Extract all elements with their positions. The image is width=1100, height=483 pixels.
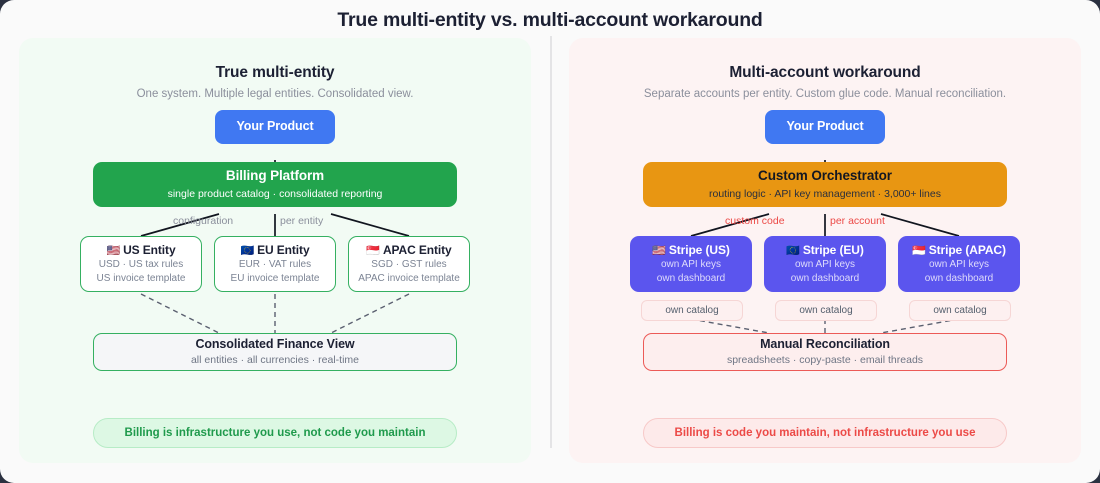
consolidated-view-subtitle: all entities · all currencies · real-tim…: [190, 354, 360, 367]
entity-us-line2: US invoice template: [96, 272, 186, 284]
billing-platform-node[interactable]: Billing Platform single product catalog …: [93, 162, 457, 207]
billing-platform-subtitle: single product catalog · consolidated re…: [167, 187, 383, 200]
stripe-apac-label: Stripe (APAC): [928, 243, 1006, 257]
custom-orchestrator-subtitle: routing logic · API key management · 3,0…: [708, 187, 941, 200]
flag-us-icon: 🇺🇸: [106, 244, 121, 257]
right-footer-pill: Billing is code you maintain, not infras…: [643, 418, 1007, 448]
configuration-label: configuration: [173, 215, 234, 227]
stripe-eu-label: Stripe (EU): [802, 243, 864, 257]
entity-eu-title: 🇪🇺EU Entity: [240, 243, 309, 258]
right-panel-title: Multi-account workaround: [729, 64, 921, 81]
entity-apac-line2: APAC invoice template: [358, 272, 460, 284]
flag-apac-icon: 🇸🇬: [912, 244, 926, 257]
right-your-product-node[interactable]: Your Product: [765, 110, 885, 144]
entity-card-us[interactable]: 🇺🇸US Entity USD · US tax rules US invoic…: [80, 236, 202, 292]
entity-card-eu[interactable]: 🇪🇺EU Entity EUR · VAT rules EU invoice t…: [214, 236, 336, 292]
entity-eu-label: EU Entity: [257, 243, 310, 257]
stripe-account-eu[interactable]: 🇪🇺Stripe (EU) own API keys own dashboard: [764, 236, 886, 292]
custom-code-label: custom code: [725, 215, 785, 227]
stripe-us-line1: own API keys: [660, 259, 722, 270]
entity-eu-line2: EU invoice template: [230, 272, 320, 284]
entity-eu-line1: EUR · VAT rules: [238, 259, 312, 270]
consolidated-finance-view-node[interactable]: Consolidated Finance View all entities ·…: [93, 333, 457, 371]
manual-reconciliation-node[interactable]: Manual Reconciliation spreadsheets · cop…: [643, 333, 1007, 371]
flag-eu-icon: 🇪🇺: [240, 244, 255, 257]
entity-us-label: US Entity: [123, 243, 176, 257]
left-footer-pill: Billing is infrastructure you use, not c…: [93, 418, 457, 448]
manual-reconciliation-subtitle: spreadsheets · copy-paste · email thread…: [726, 354, 924, 367]
custom-orchestrator-node[interactable]: Custom Orchestrator routing logic · API …: [643, 162, 1007, 207]
own-catalog-pill-us: own catalog: [641, 300, 743, 321]
own-catalog-pill-apac: own catalog: [909, 300, 1011, 321]
stripe-eu-title: 🇪🇺Stripe (EU): [786, 243, 864, 258]
left-panel-title: True multi-entity: [215, 64, 335, 81]
stripe-eu-line2: own dashboard: [790, 272, 860, 284]
right-footer-text: Billing is code you maintain, not infras…: [674, 427, 976, 439]
flag-apac-icon: 🇸🇬: [366, 244, 380, 257]
entity-us-line1: USD · US tax rules: [98, 259, 184, 270]
stripe-eu-line1: own API keys: [794, 259, 856, 270]
entity-card-apac[interactable]: 🇸🇬APAC Entity SGD · GST rules APAC invoi…: [348, 236, 470, 292]
right-your-product-label: Your Product: [786, 119, 864, 134]
entity-apac-line1: SGD · GST rules: [371, 259, 447, 270]
stripe-us-line2: own dashboard: [656, 272, 726, 284]
stripe-us-label: Stripe (US): [668, 243, 730, 257]
per-account-label: per account: [830, 215, 885, 227]
custom-orchestrator-title: Custom Orchestrator: [758, 167, 892, 183]
panel-true-multi-entity: True multi-entity One system. Multiple l…: [19, 38, 531, 463]
consolidated-view-title: Consolidated Finance View: [195, 336, 355, 351]
own-catalog-label-us: own catalog: [665, 305, 719, 316]
left-your-product-label: Your Product: [236, 119, 314, 134]
entity-us-title: 🇺🇸US Entity: [106, 243, 175, 258]
panel-divider: [550, 36, 552, 448]
billing-platform-title: Billing Platform: [225, 167, 325, 183]
left-panel-subtitle: One system. Multiple legal entities. Con…: [136, 88, 414, 100]
per-entity-label: per entity: [280, 215, 324, 227]
page-title: True multi-entity vs. multi-account work…: [337, 9, 763, 31]
left-your-product-node[interactable]: Your Product: [215, 110, 335, 144]
stripe-apac-title: 🇸🇬Stripe (APAC): [912, 243, 1006, 258]
entity-apac-title: 🇸🇬APAC Entity: [366, 243, 451, 258]
own-catalog-label-eu: own catalog: [799, 305, 853, 316]
stripe-account-apac[interactable]: 🇸🇬Stripe (APAC) own API keys own dashboa…: [898, 236, 1020, 292]
flag-us-icon: 🇺🇸: [652, 244, 666, 257]
flag-eu-icon: 🇪🇺: [786, 244, 800, 257]
stripe-us-title: 🇺🇸Stripe (US): [652, 243, 730, 258]
manual-reconciliation-title: Manual Reconciliation: [760, 336, 890, 351]
panel-multi-account-workaround: Multi-account workaround Separate accoun…: [569, 38, 1081, 463]
stripe-apac-line2: own dashboard: [924, 272, 994, 284]
entity-apac-label: APAC Entity: [382, 243, 452, 257]
own-catalog-pill-eu: own catalog: [775, 300, 877, 321]
right-panel-subtitle: Separate accounts per entity. Custom glu…: [643, 88, 1007, 100]
stripe-apac-line1: own API keys: [928, 259, 990, 270]
stripe-account-us[interactable]: 🇺🇸Stripe (US) own API keys own dashboard: [630, 236, 752, 292]
left-footer-text: Billing is infrastructure you use, not c…: [124, 427, 426, 439]
own-catalog-label-apac: own catalog: [933, 305, 987, 316]
